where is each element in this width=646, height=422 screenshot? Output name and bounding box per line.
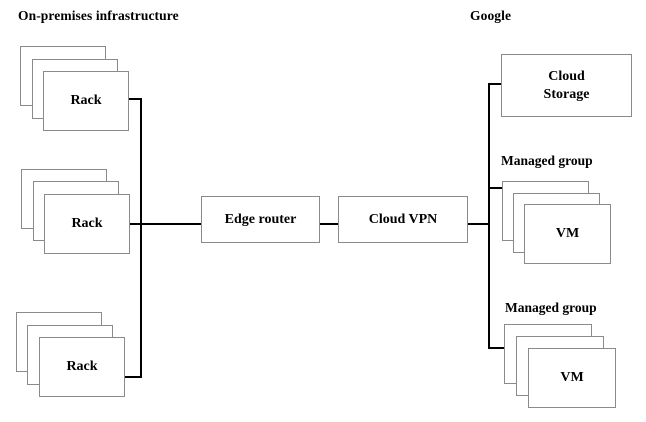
rack-card-front[interactable]: Rack <box>43 71 129 131</box>
onprem-section-title: On-premises infrastructure <box>18 8 179 23</box>
rack1-connector-line <box>126 98 142 100</box>
cloud-storage-connector-line <box>488 83 503 85</box>
vm-label: VM <box>555 226 580 241</box>
rack2-connector-line <box>126 223 142 225</box>
managed-group-1-connector-line <box>488 187 504 189</box>
rack-card-front[interactable]: Rack <box>44 194 130 254</box>
vm-label: VM <box>560 370 584 385</box>
edge-router-to-vpn-line <box>320 223 338 225</box>
rack-label: Rack <box>71 216 103 231</box>
cloud-vpn-label: Cloud VPN <box>368 211 438 227</box>
vm-card-front[interactable]: VM <box>524 204 611 264</box>
cloud-storage-label: Cloud Storage <box>543 69 590 102</box>
rack3-connector-line <box>124 376 142 378</box>
google-trunk-line <box>488 83 490 349</box>
cloud-storage-box[interactable]: Cloud Storage <box>501 54 632 117</box>
edge-router-label: Edge router <box>224 211 297 227</box>
managed-group-2-connector-line <box>488 347 506 349</box>
cloud-vpn-box[interactable]: Cloud VPN <box>338 196 468 243</box>
rack-label: Rack <box>70 93 102 108</box>
edge-router-box[interactable]: Edge router <box>201 196 320 243</box>
trunk-to-edge-router-line <box>140 223 202 225</box>
vpn-to-google-trunk-line <box>468 223 490 225</box>
onprem-trunk-line <box>140 98 142 378</box>
rack-label: Rack <box>66 359 98 374</box>
rack-card-front[interactable]: Rack <box>39 337 125 397</box>
vm-card-front[interactable]: VM <box>528 348 616 408</box>
managed-group-label: Managed group <box>501 153 593 168</box>
managed-group-label: Managed group <box>505 300 597 315</box>
google-section-title: Google <box>470 8 512 23</box>
